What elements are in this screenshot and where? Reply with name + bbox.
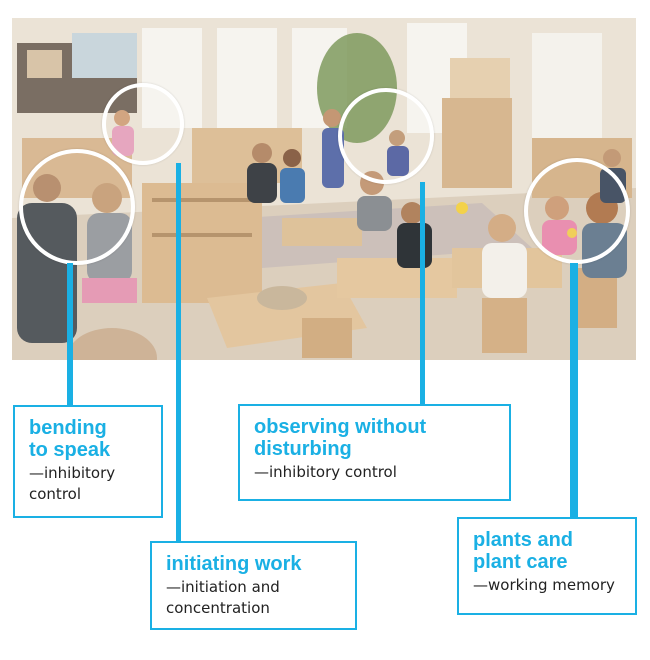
callout-description: —inhibitory control <box>254 462 495 483</box>
callout-description-line: —initiation and <box>166 578 280 596</box>
callout-title: plants and plant care <box>473 529 621 573</box>
callout-title-line: plants and <box>473 529 574 551</box>
connector-line-plants <box>570 263 578 519</box>
callout-plants-and-plant-care: plants and plant care —working memory <box>457 517 637 615</box>
window <box>217 28 277 128</box>
window <box>532 33 602 138</box>
callout-title-line: disturbing <box>254 438 352 460</box>
callout-description-line: —inhibitory control <box>254 463 397 481</box>
callout-description-line: —inhibitory <box>29 464 116 482</box>
callout-title: bending to speak <box>29 417 147 461</box>
highlight-ring-initiating <box>102 83 184 165</box>
callout-title-line: initiating work <box>166 553 302 575</box>
callout-title: initiating work <box>166 553 341 575</box>
highlight-ring-bending <box>19 149 135 265</box>
callout-title-line: observing without <box>254 416 427 438</box>
callout-description: —inhibitory control <box>29 463 147 505</box>
highlight-ring-plants <box>524 158 630 264</box>
connector-line-observing <box>420 182 425 406</box>
callout-title-line: bending <box>29 417 107 439</box>
callout-title-line: to speak <box>29 439 111 461</box>
callout-initiating-work: initiating work —initiation and concentr… <box>150 541 357 630</box>
callout-observing-without-disturbing: observing without disturbing —inhibitory… <box>238 404 511 501</box>
callout-title-line: plant care <box>473 551 568 573</box>
callout-description-line: concentration <box>166 599 270 617</box>
callout-bending-to-speak: bending to speak —inhibitory control <box>13 405 163 518</box>
callout-description: —working memory <box>473 575 621 596</box>
connector-line-initiating <box>176 163 181 543</box>
connector-line-bending <box>67 263 73 407</box>
callout-title: observing without disturbing <box>254 416 495 460</box>
callout-description-line: —working memory <box>473 576 615 594</box>
highlight-ring-observing <box>338 88 434 184</box>
callout-description-line: control <box>29 485 81 503</box>
callout-description: —initiation and concentration <box>166 577 341 619</box>
